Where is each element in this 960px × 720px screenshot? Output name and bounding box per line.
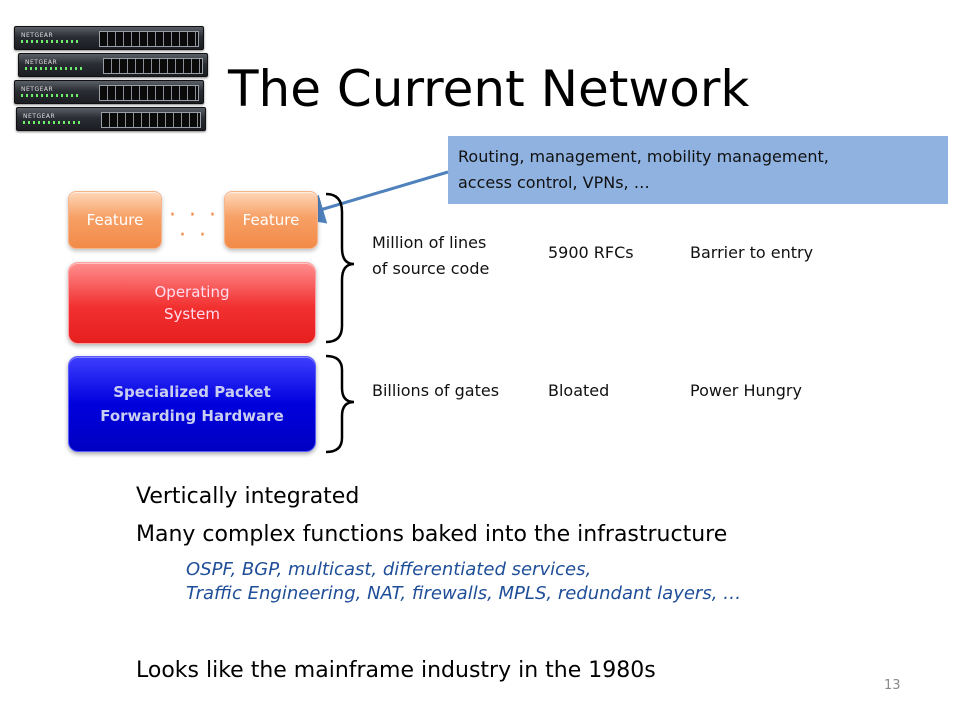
- slide-title: The Current Network: [228, 60, 750, 118]
- slide-number: 13: [884, 678, 901, 693]
- hardware-metric: Billions of gates: [372, 381, 500, 400]
- feature-ellipsis: · · · · ·: [169, 203, 219, 248]
- switch-unit: NETGEAR: [18, 53, 208, 77]
- software-metric-line-1: Million of lines: [372, 233, 487, 252]
- callout-arrow: [294, 170, 449, 224]
- switch-brand-label: NETGEAR: [25, 59, 58, 66]
- switch-leds: [23, 121, 83, 124]
- switch-brand-label: NETGEAR: [21, 32, 54, 39]
- network-switch-stack-icon: NETGEAR NETGEAR NETGEAR NETGEAR: [14, 26, 208, 134]
- bullet-vertically-integrated: Vertically integrated: [136, 484, 360, 509]
- hardware-brace: [325, 354, 355, 454]
- switch-brand-label: NETGEAR: [23, 113, 56, 120]
- software-metric: Million of lines of source code: [372, 230, 489, 282]
- switch-ports: [99, 31, 199, 47]
- switch-ports: [101, 112, 201, 128]
- bullet-complex-functions: Many complex functions baked into the in…: [136, 522, 728, 547]
- switch-brand-label: NETGEAR: [21, 86, 54, 93]
- features-callout: Routing, management, mobility management…: [448, 136, 948, 204]
- software-consequence: Barrier to entry: [690, 243, 814, 262]
- switch-unit: NETGEAR: [16, 107, 206, 131]
- feature-block-left: Feature: [68, 191, 162, 249]
- switch-leds: [25, 67, 85, 70]
- forwarding-hardware-block: Specialized Packet Forwarding Hardware: [68, 356, 316, 452]
- switch-leds: [21, 94, 81, 97]
- switch-leds: [21, 40, 81, 43]
- hardware-count: Bloated: [548, 381, 610, 400]
- hardware-consequence: Power Hungry: [690, 381, 802, 400]
- os-label-line-1: Operating: [154, 283, 230, 301]
- hw-label-line-2: Forwarding Hardware: [100, 407, 284, 425]
- software-count: 5900 RFCs: [548, 243, 634, 262]
- operating-system-block: Operating System: [68, 262, 316, 344]
- callout-line-2: access control, VPNs, …: [458, 173, 650, 192]
- software-brace: [325, 192, 355, 344]
- software-metric-line-2: of source code: [372, 259, 490, 278]
- switch-unit: NETGEAR: [14, 80, 204, 104]
- sub-bullet-line-2: Traffic Engineering, NAT, firewalls, MPL…: [186, 583, 742, 604]
- bullet-mainframe: Looks like the mainframe industry in the…: [136, 658, 656, 683]
- switch-ports: [103, 58, 203, 74]
- hw-label-line-1: Specialized Packet: [113, 383, 271, 401]
- switch-unit: NETGEAR: [14, 26, 204, 50]
- os-label-line-2: System: [164, 305, 220, 323]
- feature-block-right: Feature: [224, 191, 318, 249]
- switch-ports: [99, 85, 199, 101]
- sub-bullet-line-1: OSPF, BGP, multicast, differentiated ser…: [186, 559, 592, 580]
- callout-line-1: Routing, management, mobility management…: [458, 147, 829, 166]
